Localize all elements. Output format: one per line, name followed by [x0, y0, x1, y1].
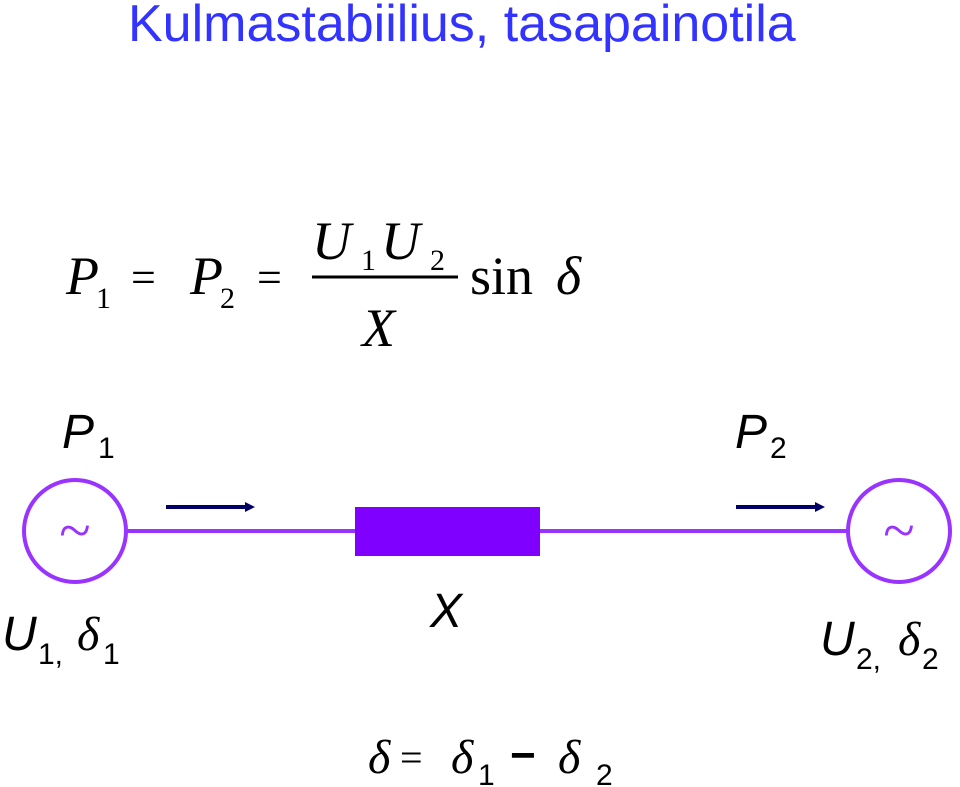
formula-sin: sin — [470, 246, 533, 306]
formula-p2-symbol: P — [189, 246, 223, 306]
formula-u2-symbol: U — [381, 211, 423, 271]
bus-1-u-symbol: U — [2, 608, 37, 661]
formula-p1-subscript: 1 — [96, 282, 111, 315]
bus-1-delta-subscript: 1 — [103, 638, 120, 671]
formula-u1-subscript: 1 — [361, 244, 376, 277]
bus-2-label: U 2, δ 2 — [820, 613, 939, 676]
slide-title: Kulmastabiilius, tasapainotila — [128, 0, 796, 53]
reactance-element — [355, 507, 540, 556]
generator-1-sine-icon: ~ — [59, 498, 90, 563]
bus-2-delta-subscript: 2 — [922, 643, 939, 676]
formula-equals-1: = — [131, 253, 156, 302]
formula-p2-subscript: 2 — [220, 282, 235, 315]
angle-delta1-symbol: δ — [451, 731, 474, 784]
bus-1-delta-symbol: δ — [77, 608, 100, 661]
formula-u1-symbol: U — [312, 211, 354, 271]
power-p1-symbol: P — [62, 406, 94, 459]
generator-2-circle — [846, 478, 952, 584]
reactance-label: X — [429, 585, 464, 638]
power-formula: P 1 = P 2 = U 1 U 2 X sin δ — [65, 211, 582, 358]
generator-1-circle — [22, 478, 128, 584]
generator-2: ~ — [846, 478, 952, 584]
power-p2-symbol: P — [735, 406, 767, 459]
angle-delta-symbol: δ — [368, 731, 391, 784]
angle-delta1-subscript: 1 — [478, 759, 495, 787]
bus-2-u-subscript: 2, — [856, 643, 881, 676]
bus-1-label: U 1, δ 1 — [2, 608, 120, 671]
formula-u2-subscript: 2 — [430, 244, 445, 277]
bus-1-u-subscript: 1, — [38, 638, 63, 671]
generator-2-sine-icon: ~ — [883, 498, 914, 563]
angle-difference-formula: δ = δ 1 − δ 2 — [368, 731, 613, 787]
bus-2-delta-symbol: δ — [898, 613, 921, 666]
angle-delta2-symbol: δ — [558, 731, 581, 784]
formula-p1-symbol: P — [65, 246, 99, 306]
formula-equals-2: = — [257, 253, 282, 302]
power-p1-subscript: 1 — [98, 432, 115, 465]
angle-equals: = — [400, 735, 423, 780]
formula-x-denominator: X — [360, 298, 397, 358]
angle-minus: − — [510, 731, 536, 780]
angle-delta2-subscript: 2 — [596, 759, 613, 787]
generator-1: ~ — [22, 478, 128, 584]
bus-2-u-symbol: U — [820, 613, 855, 666]
formula-delta: δ — [556, 246, 582, 306]
power-p2-subscript: 2 — [770, 432, 787, 465]
